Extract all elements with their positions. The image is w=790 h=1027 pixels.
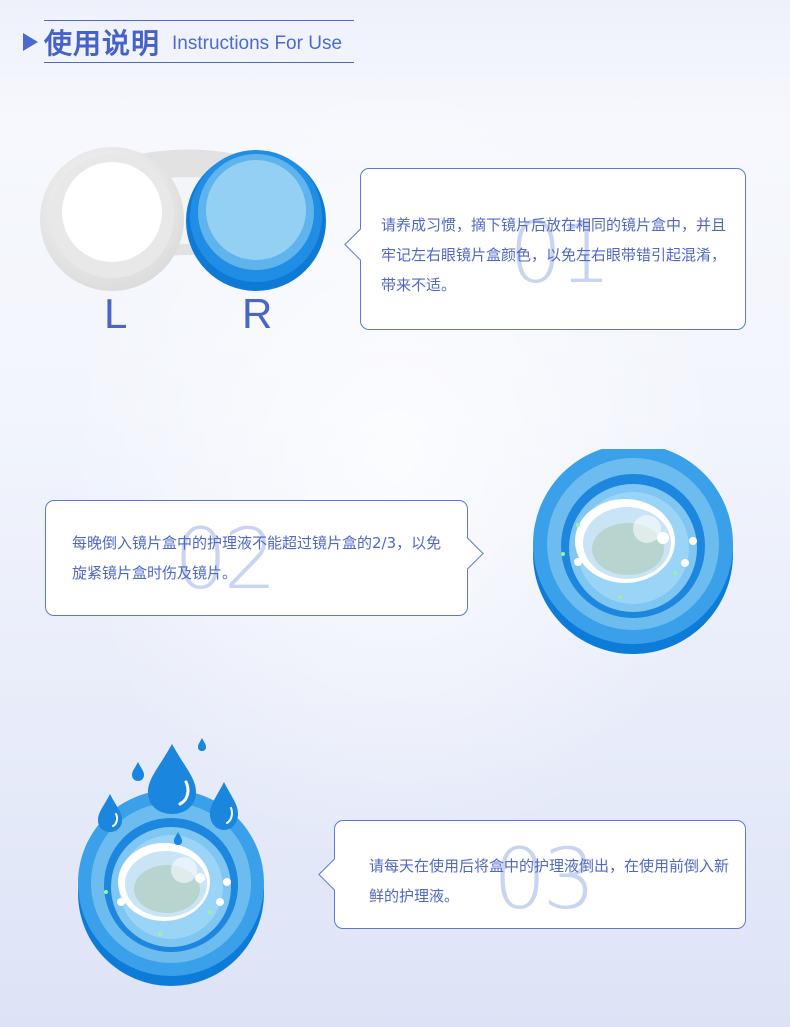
play-triangle-icon	[23, 33, 38, 51]
water-drop-icon	[148, 744, 196, 814]
water-drop-icon	[210, 782, 238, 830]
water-drop-icon	[98, 794, 122, 832]
bubble-pointer	[451, 537, 484, 570]
title-english: Instructions For Use	[172, 33, 343, 54]
cup-with-drops-illustration	[78, 738, 264, 986]
step-2-bubble: 02 每晚倒入镜片盒中的护理液不能超过镜片盒的2/3，以免旋紧镜片盒时伤及镜片。	[45, 500, 484, 616]
step-3-text: 请每天在使用后将盒中的护理液倒出，在使用前倒入新鲜的护理液。	[369, 857, 730, 905]
cup-with-lens-illustration	[533, 449, 733, 654]
step-2-text: 每晚倒入镜片盒中的护理液不能超过镜片盒的2/3，以免旋紧镜片盒时伤及镜片。	[72, 534, 442, 582]
step-1-number: 01	[509, 204, 612, 302]
bubble-pointer	[318, 858, 351, 891]
step-2-number: 02	[174, 510, 277, 608]
water-drop-icon	[174, 832, 182, 845]
title-chinese: 使用说明	[44, 26, 161, 60]
step-1-bubble: 01 请养成习惯，摘下镜片后放在相同的镜片盒中，并且牢记左右眼镜片盒颜色，以免左…	[344, 168, 746, 330]
section-header: 使用说明 Instructions For Use	[23, 20, 363, 63]
step-3-bubble: 03 请每天在使用后将盒中的护理液倒出，在使用前倒入新鲜的护理液。	[318, 820, 746, 929]
header-title-frame: 使用说明 Instructions For Use	[44, 20, 354, 63]
left-cup-icon	[40, 147, 184, 291]
step-1-text: 请养成习惯，摘下镜片后放在相同的镜片盒中，并且牢记左右眼镜片盒颜色，以免左右眼带…	[381, 216, 727, 294]
step-3-number: 03	[493, 830, 596, 928]
right-label: R	[242, 290, 272, 337]
bubble-pointer	[344, 228, 377, 261]
water-drop-icon	[198, 738, 206, 751]
left-label: L	[104, 290, 127, 337]
lens-case-illustration: L R	[40, 147, 326, 337]
water-drop-icon	[132, 762, 144, 781]
right-cup-icon	[186, 150, 326, 291]
